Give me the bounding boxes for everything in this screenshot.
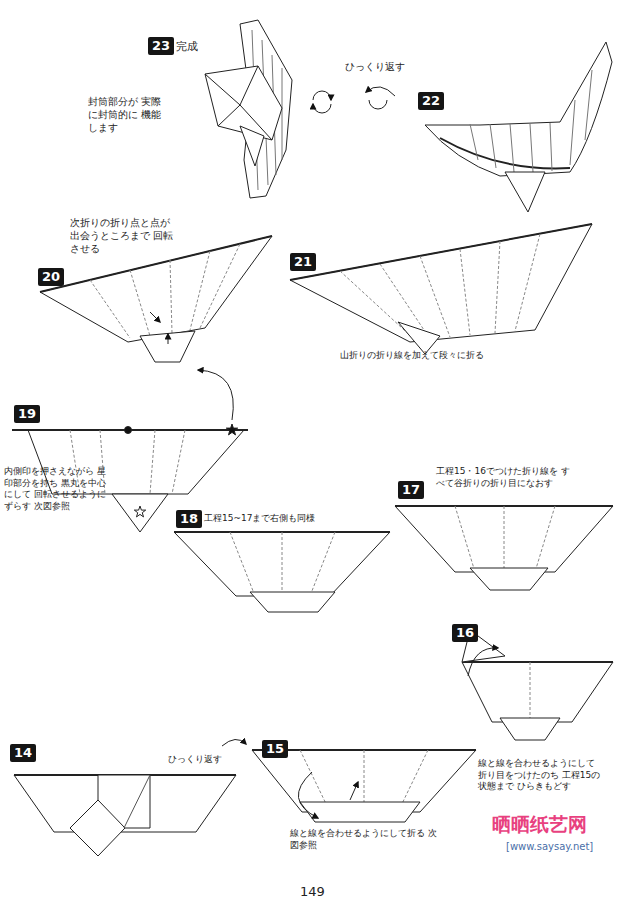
step-15-figure	[222, 739, 476, 822]
step-number-text: 17	[402, 482, 420, 497]
step-number-text: 22	[422, 93, 440, 108]
watermark: 晒晒纸艺网	[492, 812, 587, 837]
step-17-figure	[395, 506, 613, 590]
step-number-text: 15	[266, 741, 284, 756]
step-number: 17	[398, 481, 424, 499]
step-16-figure	[462, 630, 613, 740]
step-number: 16	[452, 624, 478, 642]
instruction-note: 工程15~17まで右側も同様	[204, 513, 315, 525]
page-number: 149	[300, 884, 325, 901]
step-number-text: 23	[152, 38, 170, 53]
step-18-figure	[174, 532, 390, 612]
step-number: 18	[176, 510, 202, 528]
watermark-url: [www.saysay.net]	[506, 840, 593, 853]
step-number: 21	[290, 253, 316, 271]
flip-symbol	[313, 87, 395, 113]
step-22-figure	[425, 42, 612, 212]
flip-note: ひっくり返す	[345, 60, 405, 73]
step-number-text: 21	[294, 254, 312, 269]
step-number: 15	[262, 740, 288, 758]
step-21-figure	[290, 224, 592, 354]
finished-bird	[205, 20, 292, 198]
step-number-text: 18	[180, 511, 198, 526]
step-number: 23	[148, 37, 174, 55]
flip-note: ひっくり返す	[168, 754, 222, 766]
step-number: 20	[38, 268, 64, 286]
step-number-text: 20	[42, 269, 60, 284]
step-number: 22	[418, 92, 444, 110]
step-number: 19	[14, 405, 40, 423]
instruction-note: 線と線を合わせるようにして折る 次図参照	[290, 828, 438, 851]
step-20-figure	[40, 236, 272, 362]
instruction-note: 工程15・16でつけた折り線を すべて谷折りの折り目になおす	[436, 466, 572, 489]
instruction-note: 内側印を押さえながら 星印部分を持ち 黒丸を中心にして 回転させるようにずらす …	[4, 466, 112, 513]
step-number-text: 16	[456, 625, 474, 640]
move-arrow	[198, 370, 233, 420]
instruction-note: 次折りの折り点と点が 出会うところまで 回転させる	[70, 216, 182, 255]
instruction-note: 封筒部分が 実際に封筒的に 機能します	[88, 95, 168, 134]
instruction-note: 線と線を合わせるようにして 折り目をつけたのち 工程15の状態まで ひらきもどす	[478, 758, 606, 793]
step-14-figure	[14, 775, 236, 856]
finished-note: 完成	[176, 40, 198, 54]
instruction-note: 山折りの折り線を加えて段々に折る	[340, 350, 484, 362]
step-number-text: 14	[14, 745, 32, 760]
step-number: 14	[10, 744, 36, 762]
step-number-text: 19	[18, 406, 36, 421]
